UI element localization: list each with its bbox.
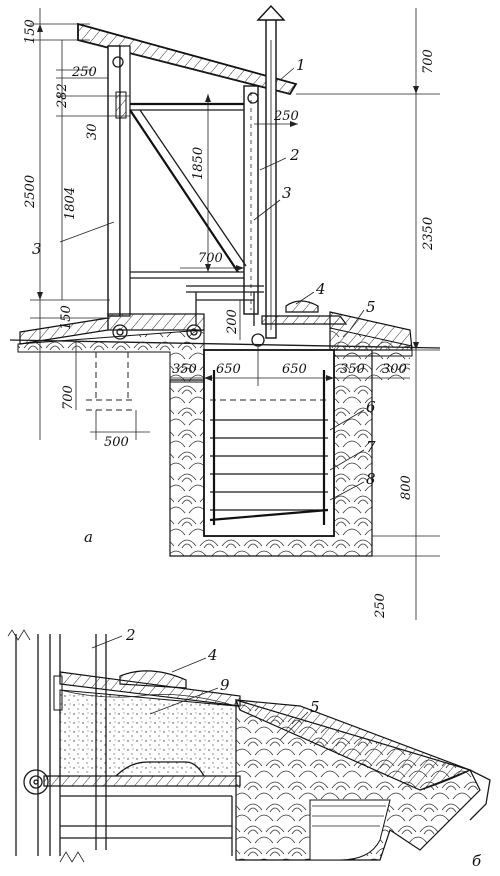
dim-350-right: 350 xyxy=(340,362,365,377)
dim-150-top: 150 xyxy=(23,19,38,44)
callout-5: 5 xyxy=(366,298,376,316)
dim-650-left: 650 xyxy=(216,362,241,377)
pit-cover xyxy=(251,300,348,347)
dim-350-left: 350 xyxy=(172,362,197,377)
left-wall xyxy=(107,45,131,317)
dim-250-right: 250 xyxy=(273,109,299,124)
dim-700-top: 700 xyxy=(421,49,436,74)
b-slope xyxy=(235,699,491,861)
callout-6: 6 xyxy=(366,398,376,416)
figure-a-sublabel: а xyxy=(84,528,93,546)
dim-1850: 1850 xyxy=(191,147,206,180)
dim-1804: 1804 xyxy=(63,187,78,220)
figure-b: 2 4 9 5 б xyxy=(7,626,491,870)
figure-b-sublabel: б xyxy=(472,852,482,870)
dim-30: 30 xyxy=(85,123,100,140)
callout-1: 1 xyxy=(296,56,306,74)
seat-structure xyxy=(130,271,264,326)
b-callout-4: 4 xyxy=(207,646,218,664)
callout-leaders-a xyxy=(59,67,365,501)
right-wall xyxy=(243,85,259,315)
floor-slab-left xyxy=(19,313,205,345)
b-left-wall xyxy=(7,629,107,863)
vent-pipe xyxy=(256,4,286,339)
b-bottom-beam xyxy=(23,761,241,856)
b-callout-2: 2 xyxy=(125,626,136,644)
b-callout-9: 9 xyxy=(220,676,230,694)
dim-250-bottom: 250 xyxy=(373,593,388,619)
dim-300: 300 xyxy=(382,362,407,377)
b-callout-5: 5 xyxy=(310,698,320,716)
dim-700-pit: 700 xyxy=(61,385,76,410)
dim-500: 500 xyxy=(104,435,129,450)
callout-2: 2 xyxy=(289,146,300,164)
dim-800: 800 xyxy=(399,475,414,500)
left-foundation xyxy=(86,352,136,411)
b-sand-fill xyxy=(59,689,237,777)
callout-3-left: 3 xyxy=(32,240,42,258)
right-slope xyxy=(329,311,413,357)
dim-282: 282 xyxy=(55,83,70,109)
dimension-lines xyxy=(30,8,440,620)
b-soil xyxy=(235,699,481,861)
dimension-arrows xyxy=(37,24,419,381)
dim-2350: 2350 xyxy=(421,217,436,251)
dim-2500: 2500 xyxy=(23,175,38,209)
b-slab xyxy=(59,670,241,707)
dim-200: 200 xyxy=(225,309,240,335)
callout-4: 4 xyxy=(315,280,326,298)
callout-7: 7 xyxy=(366,438,376,456)
callout-8: 8 xyxy=(366,470,376,488)
diagonal-brace xyxy=(129,109,247,273)
dim-700-mid: 700 xyxy=(198,251,223,266)
dim-650-right: 650 xyxy=(282,362,307,377)
callout-3-right: 3 xyxy=(282,184,292,202)
callout-leaders-b xyxy=(91,635,309,741)
dim-150-bottom: 150 xyxy=(59,305,74,330)
dim-250-left: 250 xyxy=(71,65,97,80)
pit-interior xyxy=(203,349,335,537)
figure-a: 150 700 250 282 30 2500 1804 1850 250 23… xyxy=(9,4,441,620)
